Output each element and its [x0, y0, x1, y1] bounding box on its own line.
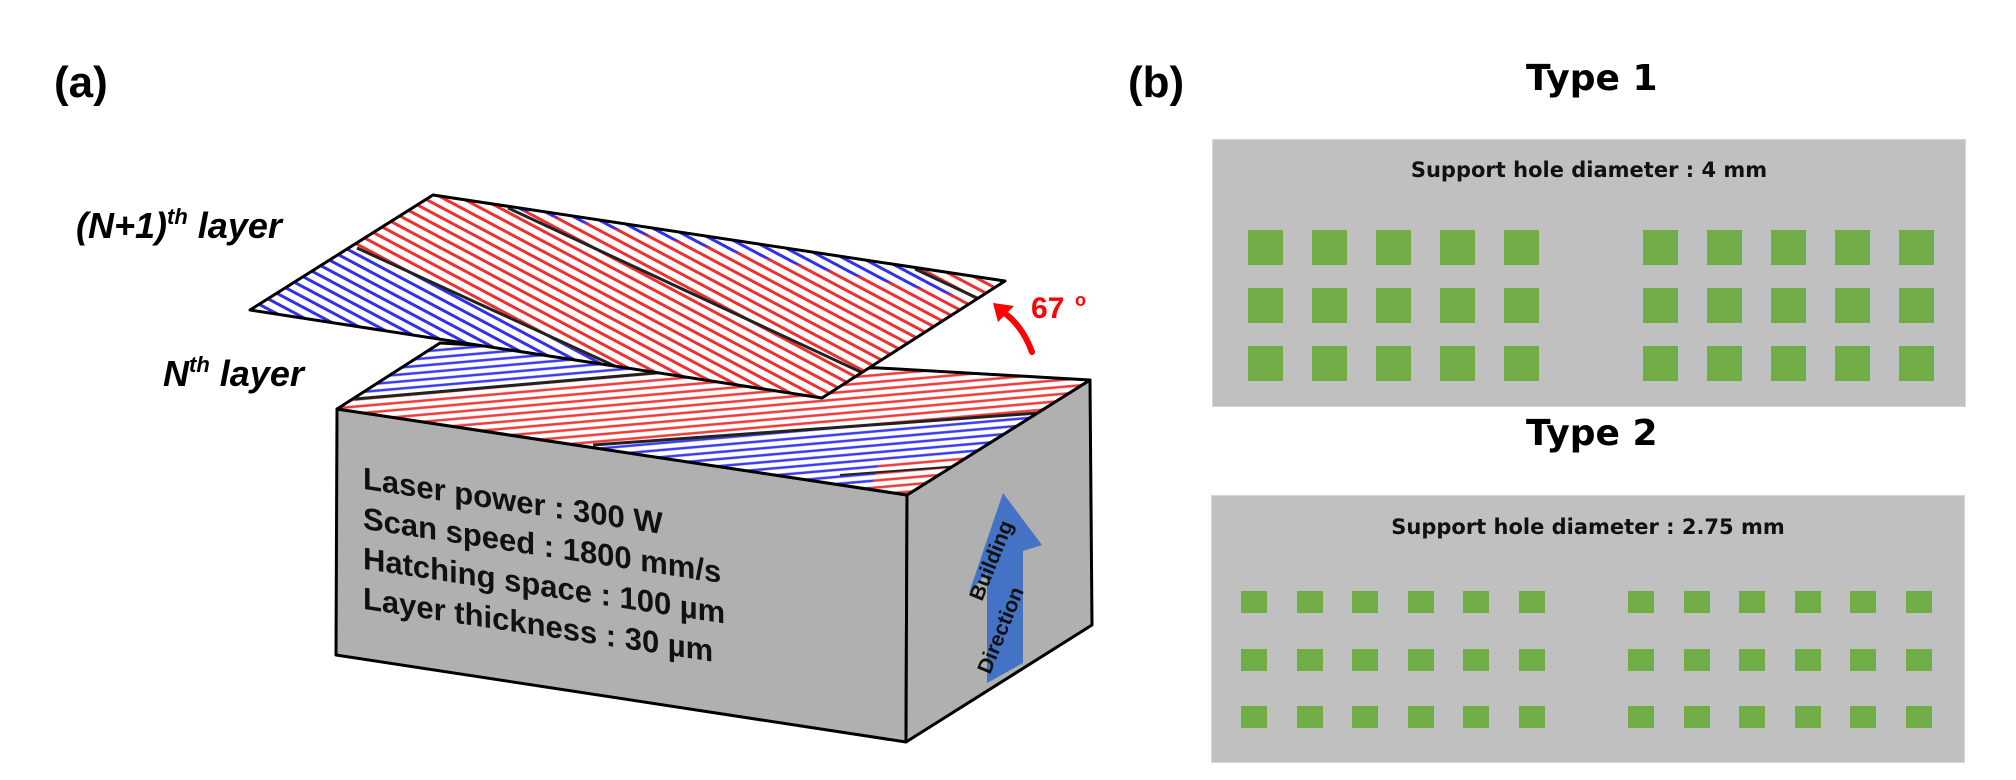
support-hole	[1905, 706, 1932, 728]
support-hole	[1248, 288, 1283, 323]
support-hole	[1628, 706, 1654, 728]
support-hole	[1707, 346, 1742, 381]
support-hole	[1518, 648, 1545, 671]
support-hole	[1739, 648, 1765, 671]
support-hole	[1504, 346, 1539, 381]
support-hole	[1628, 591, 1654, 613]
panel-a-label: (a)	[54, 58, 108, 107]
support-hole	[1643, 288, 1678, 323]
support-hole	[1835, 288, 1870, 323]
lower-layer-label-prefix: N	[163, 353, 189, 394]
upper-layer-label-suffix: layer	[187, 205, 282, 246]
support-hole	[1241, 648, 1267, 671]
rotation-arrowhead-icon	[993, 303, 1014, 322]
support-hole	[1643, 230, 1678, 265]
lower-layer-label-sup: th	[189, 352, 210, 377]
rotation-angle-value: 67	[1031, 292, 1064, 325]
support-hole	[1440, 288, 1475, 323]
support-hole	[1407, 648, 1434, 671]
support-hole	[1739, 706, 1765, 728]
support-hole	[1850, 648, 1876, 671]
support-hole	[1248, 230, 1283, 265]
support-hole	[1835, 230, 1870, 265]
support-hole	[1850, 706, 1876, 728]
support-hole	[1504, 230, 1539, 265]
support-hole	[1771, 230, 1806, 265]
support-hole	[1296, 591, 1323, 613]
support-hole	[1899, 346, 1934, 381]
upper-layer-label-sup: th	[167, 204, 188, 229]
support-hole	[1683, 591, 1710, 613]
support-hole	[1241, 591, 1267, 613]
support-hole	[1241, 706, 1267, 728]
rotation-arrow-icon	[1000, 309, 1035, 355]
support-hole	[1707, 230, 1742, 265]
support-hole	[1518, 706, 1545, 728]
support-hole	[1296, 706, 1323, 728]
support-hole	[1794, 648, 1821, 671]
support-hole	[1504, 288, 1539, 323]
support-hole	[1376, 230, 1411, 265]
n-plus-1-layer-outline	[248, 193, 1007, 400]
upper-layer-divider	[507, 206, 1005, 398]
support-hole	[1352, 591, 1378, 613]
support-hole	[1248, 346, 1283, 381]
support-hole	[1683, 648, 1710, 671]
support-hole	[1352, 706, 1378, 728]
support-hole	[1463, 591, 1489, 613]
support-hole	[1707, 288, 1742, 323]
support-hole	[1312, 346, 1347, 381]
type-2-title: Type 2	[1526, 413, 1658, 454]
support-hole	[1407, 706, 1434, 728]
support-hole	[1771, 346, 1806, 381]
support-hole	[1899, 230, 1934, 265]
support-hole	[1850, 591, 1876, 613]
upper-layer-label: (N+1)th layer	[76, 204, 282, 247]
type-1-title: Type 1	[1526, 58, 1658, 99]
type-1-caption: Support hole diameter : 4 mm	[1410, 158, 1768, 182]
building-direction-arrow-icon	[969, 493, 1042, 683]
support-hole	[1518, 591, 1545, 613]
type-2-caption: Support hole diameter : 2.75 mm	[1391, 515, 1785, 539]
support-hole	[1835, 346, 1870, 381]
nth-layer-outline	[335, 341, 1092, 497]
support-hole	[1771, 288, 1806, 323]
type-2-support-plate: Support hole diameter : 2.75 mm	[1211, 495, 1965, 763]
support-hole	[1463, 648, 1489, 671]
support-hole	[1905, 591, 1932, 613]
support-hole	[1794, 591, 1821, 613]
upper-layer-label-prefix: (N+1)	[76, 205, 168, 246]
type-1-support-plate: Support hole diameter : 4 mm	[1212, 139, 1966, 407]
rotation-angle-unit: o	[1075, 290, 1086, 310]
support-hole	[1296, 648, 1323, 671]
support-hole	[1905, 648, 1932, 671]
support-hole	[1312, 230, 1347, 265]
support-hole	[1628, 648, 1654, 671]
support-hole	[1376, 346, 1411, 381]
support-hole	[1312, 288, 1347, 323]
lower-layer-label: Nth layer	[163, 352, 304, 395]
support-hole	[1352, 648, 1378, 671]
support-hole	[1376, 288, 1411, 323]
support-hole	[1463, 706, 1489, 728]
scan-strategy-diagram: 67 o Laser power : 300 W Scan speed : 18…	[248, 193, 1094, 744]
lower-layer-label-suffix: layer	[209, 353, 304, 394]
support-hole	[1794, 706, 1821, 728]
support-hole	[1407, 591, 1434, 613]
support-hole	[1739, 591, 1765, 613]
panel-b-label: (b)	[1128, 58, 1185, 107]
support-hole	[1899, 288, 1934, 323]
support-hole	[1643, 346, 1678, 381]
support-hole	[1440, 346, 1475, 381]
support-hole	[1683, 706, 1710, 728]
support-hole	[1440, 230, 1475, 265]
